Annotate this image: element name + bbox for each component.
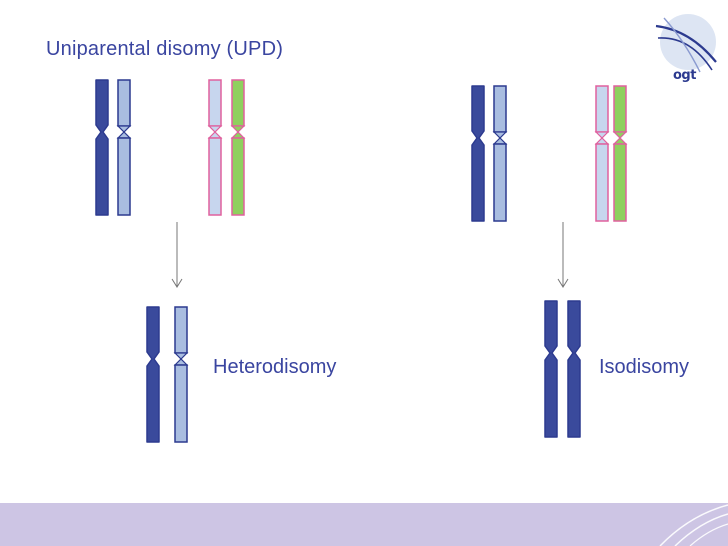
chromosome-light-blue-top-right [492,85,508,222]
chromosome-green-top-left [230,79,246,216]
arrow-down-right-icon [557,222,569,288]
isodisomy-label: Isodisomy [599,356,690,378]
chromosome-green-top-right [612,85,628,222]
heterodisomy-label: Heterodisomy [213,356,337,378]
chromosome-dark-blue-top-right [471,85,485,222]
chromosome-dark-blue-top-left [95,79,109,216]
footer-band [0,503,728,546]
chromosome-pink-outline-top-left [207,79,223,216]
logo-text: ogt [673,68,696,83]
footer-swirl-icon [659,504,728,546]
chromosome-dark-blue-isodisomy-2 [567,300,581,438]
chromosome-light-blue-top-left [116,79,132,216]
ogt-logo-icon [655,14,717,73]
chromosome-dark-blue-heterodisomy [146,306,160,443]
chromosome-pink-outline-top-right [594,85,610,222]
chromosome-light-blue-heterodisomy [173,306,189,443]
chromosome-dark-blue-isodisomy-1 [544,300,558,438]
arrow-down-left-icon [171,222,183,288]
slide-title: Uniparental disomy (UPD) [46,38,284,60]
